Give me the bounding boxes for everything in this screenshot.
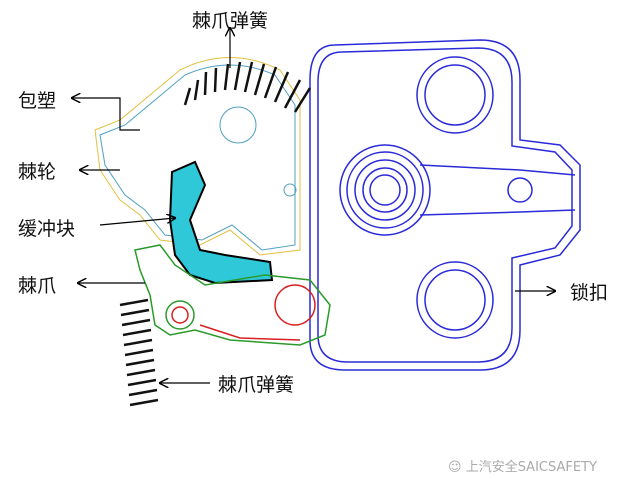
label-pawl-spring-bottom: 棘爪弹簧 xyxy=(218,374,295,396)
label-pawl: 棘爪 xyxy=(18,275,57,297)
pawl-spring-top xyxy=(183,61,312,113)
leader-arrows xyxy=(72,28,555,383)
pawl-part xyxy=(134,244,331,346)
wechat-icon: ☺ xyxy=(448,460,466,475)
label-striker: 锁扣 xyxy=(570,282,609,304)
label-plastic-coating: 包塑 xyxy=(18,90,57,112)
label-pawl-spring-top: 棘爪弹簧 xyxy=(192,10,269,32)
pawl-spring-bottom xyxy=(119,298,159,407)
buffer-block-part xyxy=(168,160,274,285)
label-buffer-block: 缓冲块 xyxy=(18,218,76,240)
watermark: ☺ 上汽安全SAICSAFETY xyxy=(448,460,597,475)
striker-part xyxy=(309,39,581,371)
label-ratchet: 棘轮 xyxy=(18,161,57,183)
